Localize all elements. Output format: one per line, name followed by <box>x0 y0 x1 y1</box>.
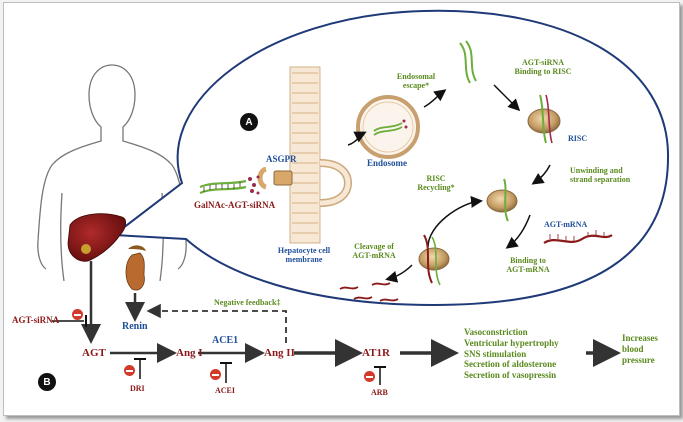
acei-label: ACEI <box>215 386 236 395</box>
risc-label: RISC <box>568 134 588 143</box>
risc-loaded-icon <box>486 178 518 222</box>
sirna-strand-icon <box>459 40 477 84</box>
galnac-sirna-icon <box>199 175 260 195</box>
outcome-label: Increases blood pressure <box>622 333 658 365</box>
effects-list: Vasoconstriction Ventricular hypertrophy… <box>464 327 559 381</box>
at1r-label: AT1R <box>362 347 390 359</box>
dri-inhibit-icon <box>124 365 135 376</box>
asgpr-receptor-icon <box>257 166 293 190</box>
liver-icon <box>67 213 126 262</box>
figure-graphics <box>37 9 670 385</box>
arb-inhibit-icon <box>364 371 375 382</box>
negative-feedback-label: Negative feedback‡ <box>214 298 281 307</box>
risc-complex-icon <box>527 94 561 144</box>
ang1-label: Ang I <box>176 347 203 359</box>
endosome-icon <box>356 95 420 159</box>
figure-canvas: A B GalNAc-AGT-siRNA ASGPR Hepatocyte ce… <box>3 2 680 416</box>
ang2-label: Ang II <box>264 347 295 359</box>
panel-b-badge: B <box>38 373 56 391</box>
ace1-label: ACE1 <box>212 335 239 346</box>
asgpr-label: ASGPR <box>266 154 297 164</box>
agt-sirna-label: AGT-siRNA <box>12 315 60 325</box>
agt-mrna-label: AGT-mRNA <box>544 220 588 229</box>
dri-label: DRI <box>130 384 145 393</box>
kidney-icon <box>125 252 145 291</box>
agt-mrna-icon <box>543 230 613 244</box>
panel-a-badge: A <box>240 113 258 131</box>
renin-label: Renin <box>122 321 148 332</box>
human-body-outline <box>37 64 187 282</box>
gallbladder-icon <box>81 244 91 254</box>
arb-label: ARB <box>371 388 388 397</box>
adrenal-icon <box>128 245 146 251</box>
risc-bound-mrna-icon <box>418 234 450 286</box>
galnac-label: GalNAc-AGT-siRNA <box>194 200 276 210</box>
acei-inhibit-icon <box>210 369 221 380</box>
negative-feedback-path <box>146 303 287 343</box>
inhibit-icon <box>72 309 83 320</box>
hepatocyte-membrane <box>289 66 321 244</box>
endosome-label: Endosome <box>367 158 408 168</box>
cleaved-mrna-fragments <box>339 282 399 302</box>
agt-label: AGT <box>82 347 106 359</box>
